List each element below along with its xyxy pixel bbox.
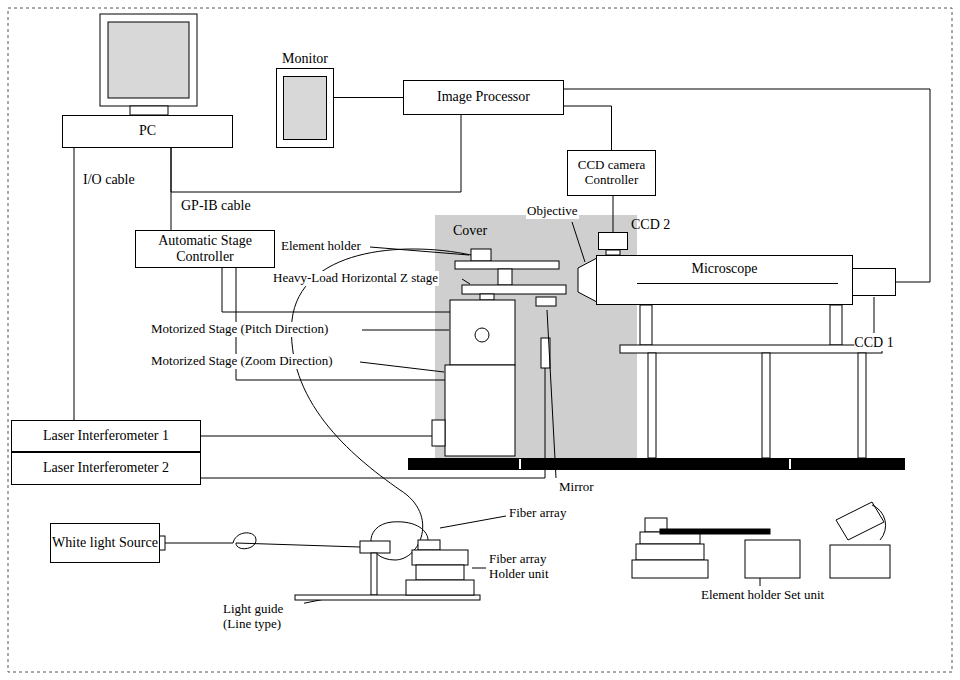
part-label: Element holder Set unit [700,588,825,603]
node-label: Laser Interferometer 1 [43,428,169,444]
part-label: Element holder [280,239,362,254]
microscope-box: Microscope [596,255,853,305]
pc-box: PC [62,115,233,148]
stage-assembly [432,249,566,456]
pc-screen [100,14,197,115]
node-label: CCD 1 [854,335,893,351]
light-guide [155,536,480,600]
node-label: Laser Interferometer 2 [43,460,169,476]
source-box: White light Source [50,523,160,563]
part-label: Heavy-Load Horizontal Z stage [272,271,439,286]
cable-line [564,89,930,282]
controller-box: Automatic Stage Controller [135,230,275,268]
cable-label: GP-IB cable [180,198,252,214]
cable-line [564,106,612,150]
base-plate [408,458,905,470]
cable-line [613,196,614,232]
frame [8,8,952,672]
node-label: PC [139,123,156,139]
node-label: CCD camera Controller [568,158,655,188]
controller-box: CCD camera Controller [567,150,656,196]
part-label: Mirror [558,480,595,495]
cable-label: I/O cable [82,172,136,188]
part-label: Fiber array [508,506,567,521]
cover-fill [435,215,637,470]
node-label: Automatic Stage Controller [136,233,274,265]
instrument-box: Laser Interferometer 2 [11,452,201,485]
element-holder-set-unit [632,502,890,578]
node-label: Monitor [282,51,328,67]
cover-region: Cover [433,215,639,470]
part-label: Fiber array Holder unit [488,552,585,582]
node-label: White light Source [52,535,158,551]
camera-body: CCD 2 [598,232,628,250]
objective-lens [578,258,597,302]
instrument-box: Laser Interferometer 1 [11,420,201,452]
processor-box: Image Processor [403,80,564,115]
part-label: Light guide (Line type) [222,602,304,632]
microscope-stand [620,305,882,458]
part-label: Objective [526,204,579,219]
cable-line [74,148,75,420]
part-label: Motorized Stage (Pitch Direction) [150,322,329,337]
wires [165,249,545,560]
node-label: Cover [453,223,487,239]
cable-line [171,148,172,230]
cable-line [334,97,403,98]
part-label: Motorized Stage (Zoom Direction) [150,354,334,369]
node-label: CCD 2 [631,217,670,233]
camera-body: CCD 1 [852,268,896,296]
node-label: Microscope [691,261,757,277]
monitor-box: Monitor [276,68,334,148]
node-label: Image Processor [437,89,530,105]
